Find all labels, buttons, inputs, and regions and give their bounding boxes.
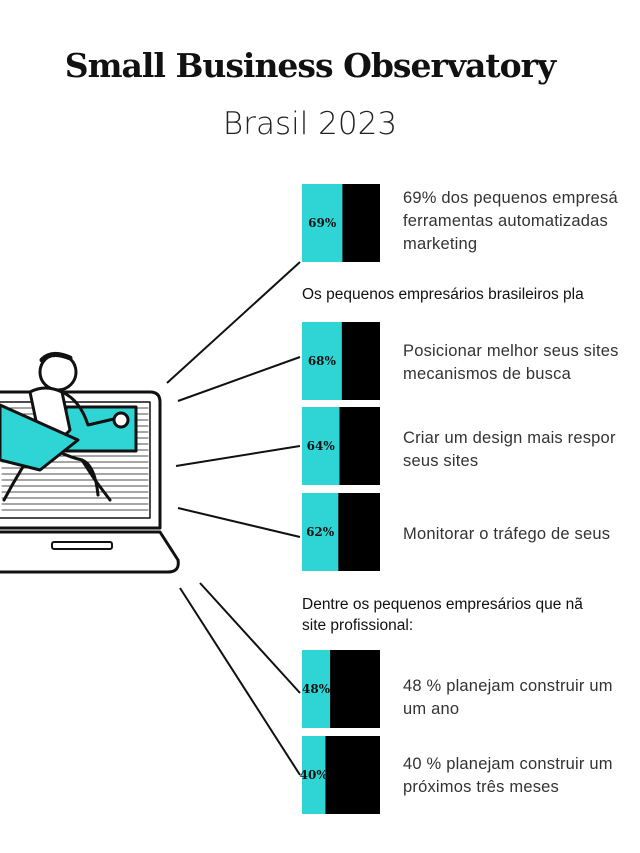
- bar-label-3: 64%: [307, 439, 336, 453]
- section-heading-no-site-line-1: Dentre os pequenos empresários que nã: [302, 596, 583, 613]
- bar-fill-1: [302, 184, 343, 262]
- connector-lines: [166, 261, 301, 776]
- bar-remainder-1: [342, 184, 380, 262]
- bar-label-6: 40%: [300, 768, 329, 782]
- bar-fill-6: [302, 736, 326, 814]
- description-4: Monitorar o tráfego de seus: [403, 523, 640, 546]
- description-3-line-1: Criar um design mais respor: [403, 429, 616, 447]
- person-running-out-of-laptop-illustration: [0, 352, 180, 574]
- page-subtitle: Brasil 2023: [222, 106, 398, 142]
- bar-label-5: 48%: [302, 682, 331, 696]
- description-3: Criar um design mais respor seus sites: [403, 427, 640, 473]
- description-1-line-1: 69% dos pequenos empresá: [403, 189, 618, 207]
- page-title: Small Business Observatory: [64, 46, 556, 85]
- description-6-line-1: 40 % planejam construir um: [403, 755, 613, 773]
- description-6: 40 % planejam construir um próximos três…: [403, 753, 640, 799]
- bar-remainder-4: [338, 493, 380, 571]
- bar-label-2: 68%: [308, 354, 337, 368]
- description-4-line-1: Monitorar o tráfego de seus: [403, 525, 611, 543]
- description-1-line-2: ferramentas automatizadas: [403, 212, 608, 230]
- description-2-line-1: Posicionar melhor seus sites: [403, 342, 619, 360]
- description-3-line-2: seus sites: [403, 452, 479, 470]
- bar-remainder-5: [330, 650, 380, 728]
- bar-fill-2: [302, 322, 342, 400]
- bar-fill-4: [302, 493, 339, 571]
- description-1-line-3: marketing: [403, 235, 478, 253]
- description-5: 48 % planejam construir um um ano: [403, 675, 640, 721]
- bar-fill-3: [302, 407, 340, 485]
- description-2: Posicionar melhor seus sites mecanismos …: [403, 340, 640, 386]
- description-2-line-2: mecanismos de busca: [403, 365, 571, 383]
- section-heading-no-site-line-2: site profissional:: [302, 617, 414, 634]
- bar-label-4: 62%: [306, 525, 335, 539]
- bar-remainder-2: [341, 322, 380, 400]
- description-6-line-2: próximos três meses: [403, 778, 560, 796]
- section-heading-plans: Os pequenos empresários brasileiros pla: [302, 286, 584, 303]
- description-1: 69% dos pequenos empresá ferramentas aut…: [403, 187, 640, 256]
- description-5-line-2: um ano: [403, 700, 460, 718]
- bar-group: 69% 68% 64% 62% 48% 40%: [300, 184, 380, 814]
- bar-fill-5: [302, 650, 331, 728]
- bar-remainder-3: [339, 407, 380, 485]
- bar-label-1: 69%: [308, 216, 337, 230]
- section-heading-no-site: Dentre os pequenos empresários que nã si…: [302, 594, 640, 636]
- description-5-line-1: 48 % planejam construir um: [403, 677, 613, 695]
- bar-remainder-6: [325, 736, 380, 814]
